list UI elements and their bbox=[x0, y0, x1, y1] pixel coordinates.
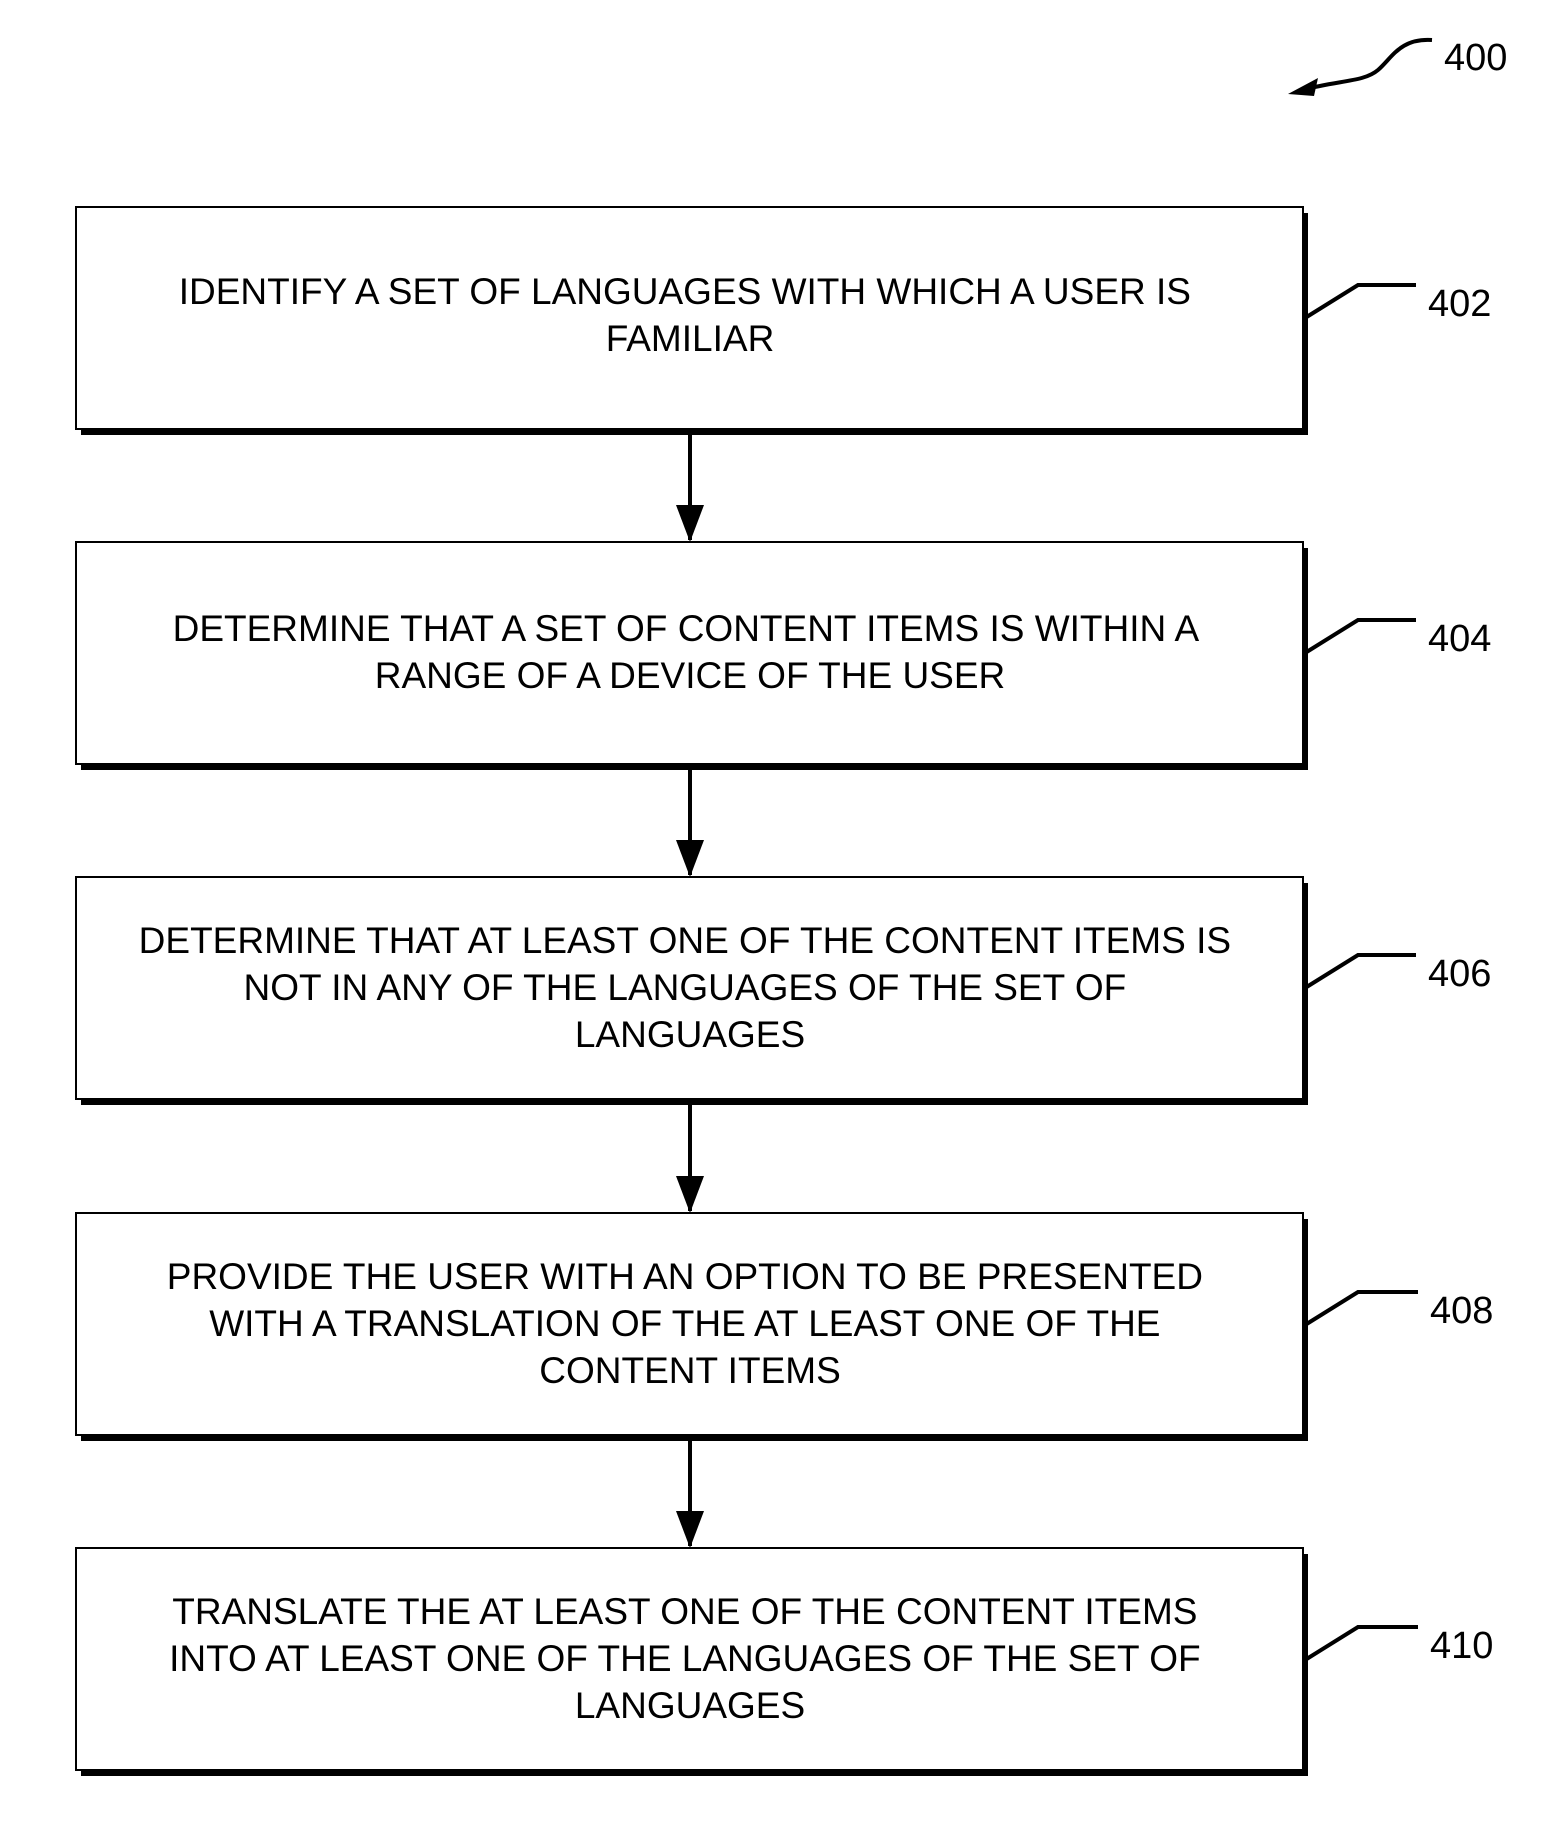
connector-arrowhead bbox=[676, 840, 704, 877]
figure-reference: 400 bbox=[1288, 37, 1507, 96]
step-box bbox=[76, 542, 1303, 764]
step-ref-number: 406 bbox=[1428, 953, 1491, 995]
step-ref-number: 410 bbox=[1430, 1625, 1493, 1667]
step-ref-number: 404 bbox=[1428, 618, 1491, 660]
step-text-line: IDENTIFY A SET OF LANGUAGES WITH WHICH A… bbox=[179, 271, 1191, 312]
step-text-line: LANGUAGES bbox=[575, 1014, 805, 1055]
step-ref-leader bbox=[1305, 955, 1416, 988]
step-text-line: INTO AT LEAST ONE OF THE LANGUAGES OF TH… bbox=[169, 1638, 1200, 1679]
step-408: PROVIDE THE USER WITH AN OPTION TO BE PR… bbox=[76, 1213, 1493, 1441]
step-text-line: PROVIDE THE USER WITH AN OPTION TO BE PR… bbox=[167, 1256, 1203, 1297]
step-ref-number: 408 bbox=[1430, 1290, 1493, 1332]
step-ref-leader bbox=[1305, 620, 1416, 653]
step-ref-leader bbox=[1305, 1292, 1418, 1325]
step-text-line: WITH A TRANSLATION OF THE AT LEAST ONE O… bbox=[209, 1303, 1160, 1344]
step-text-line: CONTENT ITEMS bbox=[539, 1350, 841, 1391]
step-text-line: DETERMINE THAT A SET OF CONTENT ITEMS IS… bbox=[173, 608, 1200, 649]
connector-arrowhead bbox=[676, 1176, 704, 1213]
step-text-line: NOT IN ANY OF THE LANGUAGES OF THE SET O… bbox=[244, 967, 1127, 1008]
figure-leader-arrowhead bbox=[1288, 78, 1318, 96]
connector-arrowhead bbox=[676, 1511, 704, 1548]
step-text-line: LANGUAGES bbox=[575, 1685, 805, 1726]
connector-arrowhead bbox=[676, 505, 704, 542]
figure-number: 400 bbox=[1444, 37, 1507, 79]
step-text-line: DETERMINE THAT AT LEAST ONE OF THE CONTE… bbox=[139, 920, 1231, 961]
step-402: IDENTIFY A SET OF LANGUAGES WITH WHICH A… bbox=[76, 207, 1491, 435]
step-410: TRANSLATE THE AT LEAST ONE OF THE CONTEN… bbox=[76, 1548, 1493, 1776]
step-ref-number: 402 bbox=[1428, 283, 1491, 325]
step-text-line: RANGE OF A DEVICE OF THE USER bbox=[375, 655, 1006, 696]
step-406: DETERMINE THAT AT LEAST ONE OF THE CONTE… bbox=[76, 877, 1491, 1105]
step-text-line: TRANSLATE THE AT LEAST ONE OF THE CONTEN… bbox=[172, 1591, 1197, 1632]
step-ref-leader bbox=[1305, 285, 1416, 318]
figure-leader-squiggle bbox=[1302, 40, 1432, 90]
step-text-line: FAMILIAR bbox=[606, 318, 775, 359]
step-404: DETERMINE THAT A SET OF CONTENT ITEMS IS… bbox=[76, 542, 1491, 770]
step-ref-leader bbox=[1305, 1627, 1418, 1660]
